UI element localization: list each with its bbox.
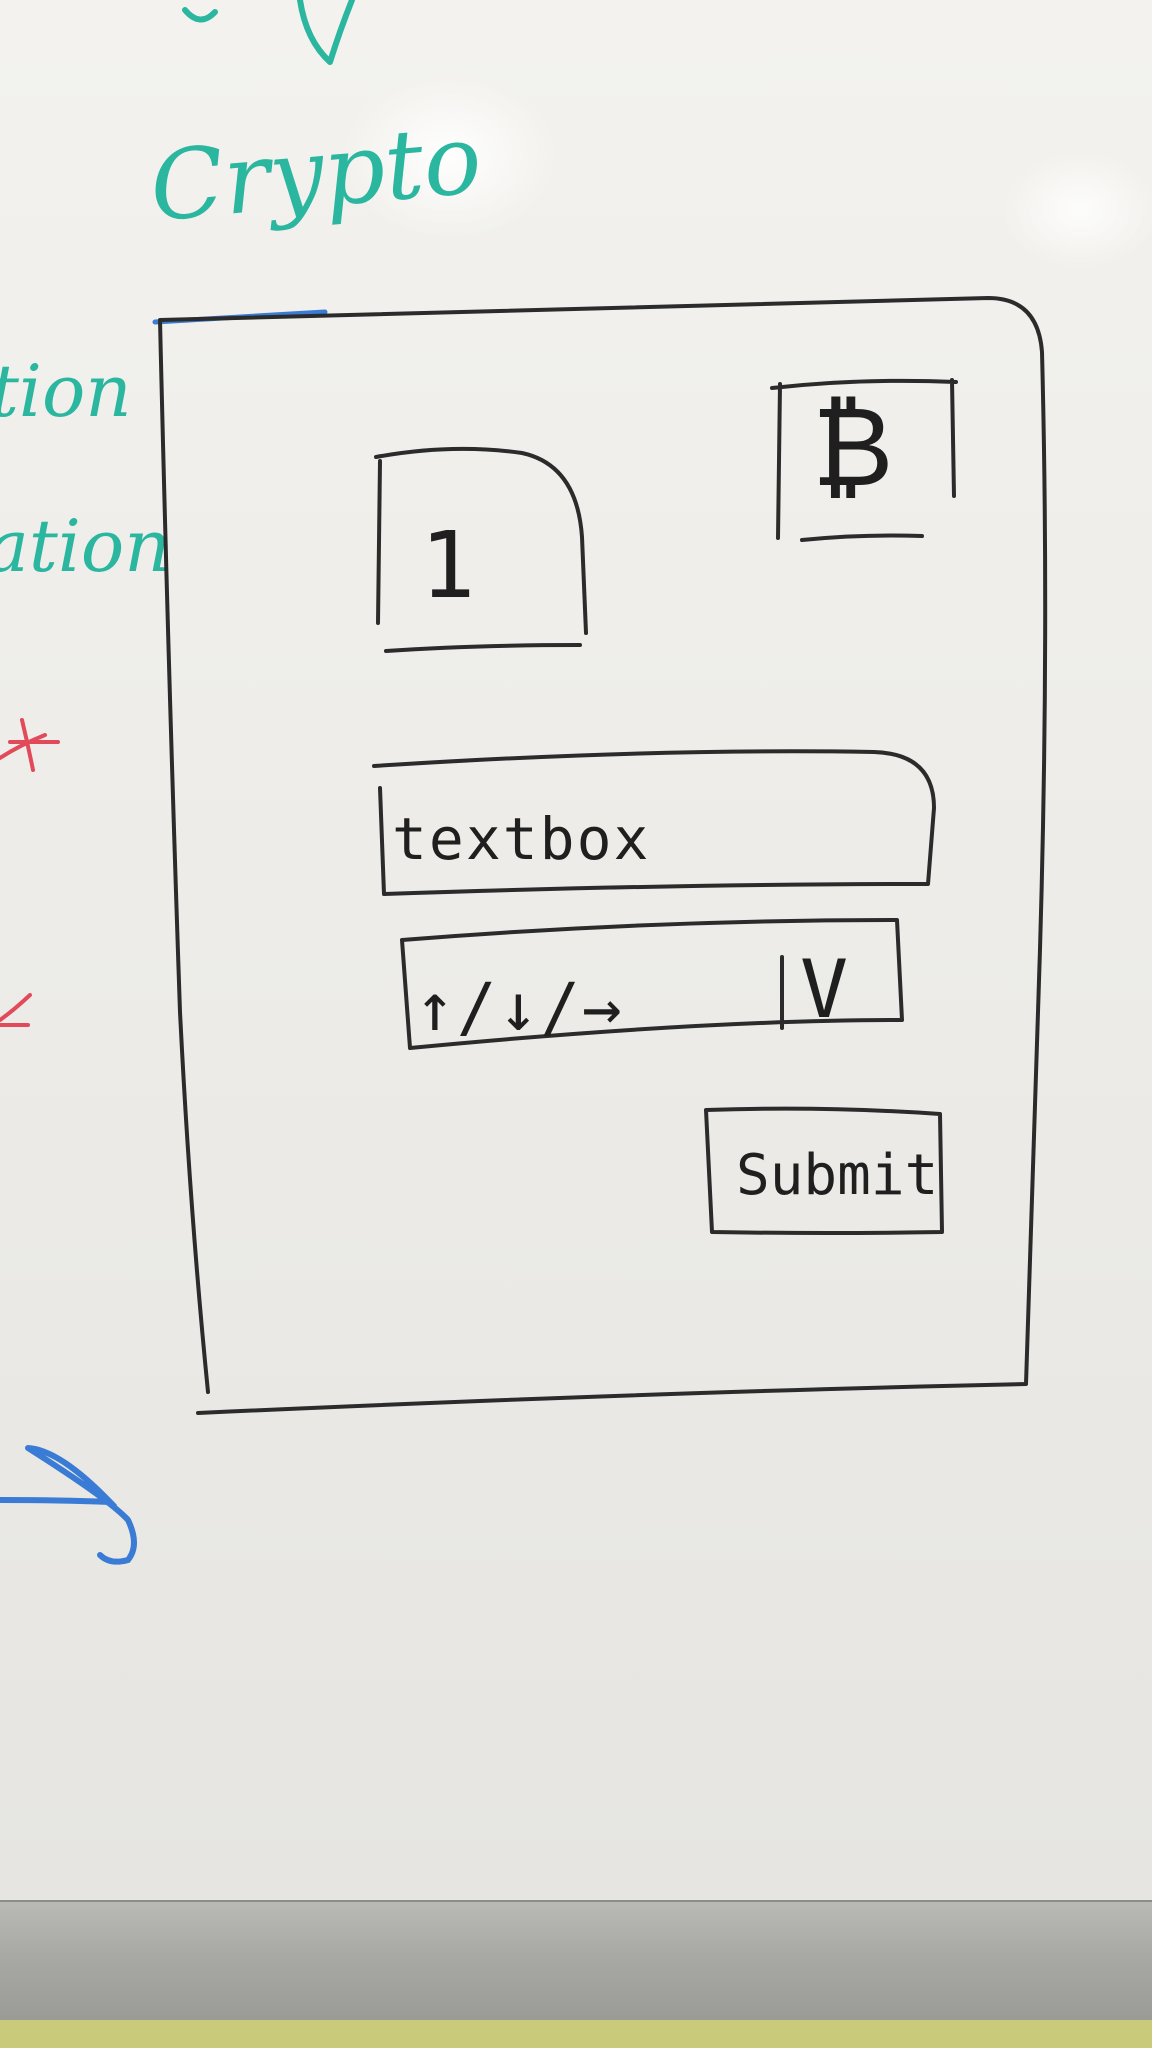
phone-frame <box>158 296 1048 1415</box>
tray-edge <box>0 2020 1152 2048</box>
board-glare <box>340 70 560 240</box>
bitcoin-card <box>770 378 958 542</box>
whiteboard <box>0 0 1152 1900</box>
direction-dropdown[interactable] <box>400 918 907 1055</box>
marker-tray <box>0 1900 1152 2022</box>
textbox-placeholder: textbox <box>392 805 651 873</box>
logo-number: 1 <box>420 512 476 619</box>
textbox-field[interactable] <box>372 748 936 896</box>
bitcoin-icon[interactable]: ₿ <box>812 383 894 511</box>
submit-button-label: Submit <box>736 1143 939 1208</box>
margin-left-fragment-2: ation <box>0 504 171 588</box>
submit-button[interactable] <box>704 1106 944 1235</box>
dropdown-selected-value: ↑/↓/→ <box>415 969 624 1046</box>
board-glare-secondary <box>1000 150 1152 270</box>
margin-left-fragment-1: tion <box>0 349 132 433</box>
logo-card <box>374 446 588 653</box>
chevron-down-icon[interactable]: V <box>800 943 849 1036</box>
dropdown-divider <box>780 955 784 1030</box>
